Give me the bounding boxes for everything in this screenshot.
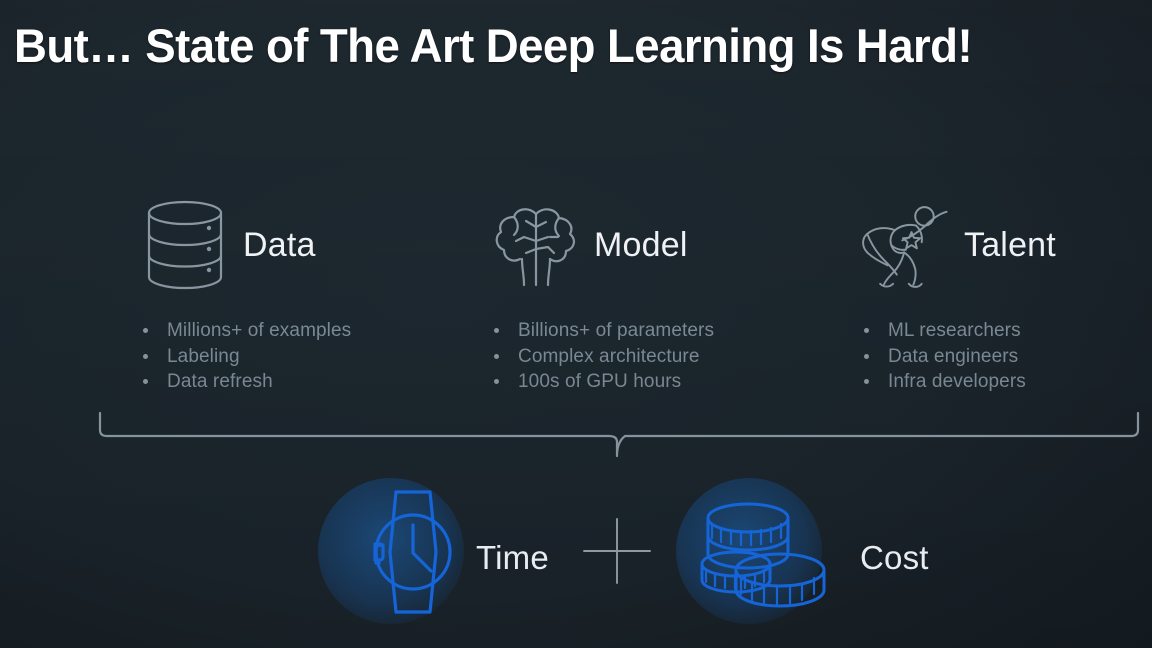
coins-icon [676,460,846,648]
bullet-text: Millions+ of examples [167,320,352,341]
outcome-time-label: Time [476,538,549,576]
pillar-data: Data Millions+ of examples Labeling Data… [137,190,351,395]
database-icon [137,195,233,295]
pillar-talent-label: Talent [964,225,1056,264]
list-item: Billions+ of parameters [486,318,714,344]
list-item: Data engineers [856,344,1056,370]
pillar-talent-header: Talent [858,190,1056,300]
outcome-cost-label: Cost [860,538,929,576]
bullet-dot-icon [864,328,869,333]
pillar-data-label: Data [243,225,316,264]
list-item: ML researchers [856,318,1056,344]
pillar-talent-bullets: ML researchers Data engineers Infra deve… [856,318,1056,395]
list-item: Data refresh [135,369,351,395]
bullet-text: Data refresh [167,371,273,392]
bullet-dot-icon [143,353,148,359]
brace-connector [98,408,1140,460]
pillar-model-bullets: Billions+ of parameters Complex architec… [486,318,714,395]
bullet-text: 100s of GPU hours [518,371,682,392]
pillar-model-header: Model [488,190,714,300]
pillar-model-label: Model [594,225,688,264]
list-item: Infra developers [856,369,1056,395]
bullet-dot-icon [864,379,869,384]
brain-icon [488,195,584,295]
bullet-dot-icon [494,328,499,333]
bullet-text: Data engineers [888,345,1019,367]
bullet-dot-icon [494,379,499,384]
wristwatch-icon [318,460,468,648]
bullet-text: ML researchers [888,320,1021,341]
pillars-group: Data Millions+ of examples Labeling Data… [0,190,1152,400]
pillar-data-bullets: Millions+ of examples Labeling Data refr… [135,318,351,395]
outcome-cost: Cost [676,460,929,648]
superhero-icon [858,195,954,295]
outcome-time: Time [318,460,549,648]
list-item: 100s of GPU hours [486,369,714,395]
bullet-dot-icon [143,328,148,333]
bullet-dot-icon [864,353,869,359]
list-item: Complex architecture [486,344,714,370]
page-title: But… State of The Art Deep Learning Is H… [14,19,973,72]
bullet-text: Labeling [167,345,240,367]
bullet-text: Complex architecture [518,345,700,367]
pillar-model: Model Billions+ of parameters Complex ar… [488,190,714,395]
plus-icon [582,518,652,584]
bullet-text: Billions+ of parameters [518,320,715,341]
pillar-data-header: Data [137,190,351,300]
list-item: Millions+ of examples [135,318,351,344]
outcomes-group: Time [0,460,1152,648]
bullet-dot-icon [494,353,499,359]
bullet-text: Infra developers [888,371,1026,392]
list-item: Labeling [135,344,351,370]
bullet-dot-icon [143,379,148,384]
pillar-talent: Talent ML researchers Data engineers Inf… [858,190,1056,395]
